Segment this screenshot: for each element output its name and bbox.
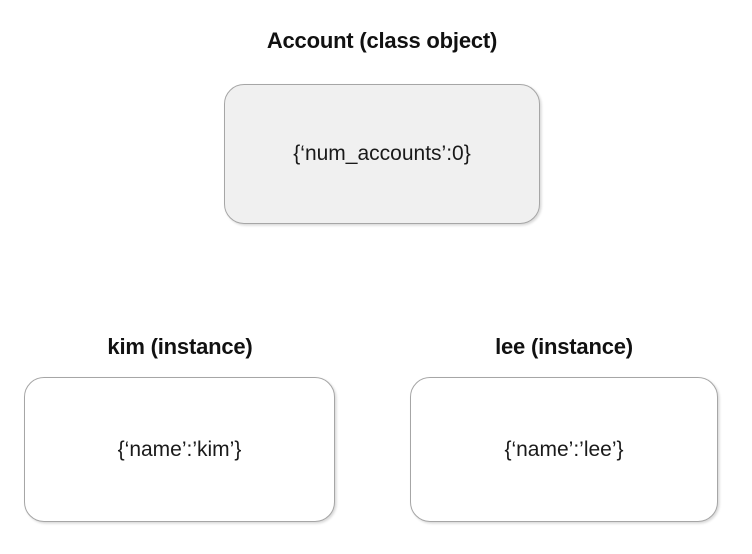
class-object-attributes-text: {‘num_accounts’:0} [293,142,471,165]
instance-lee-box: {‘name’:’lee’} [410,377,718,522]
instance-lee-title: lee (instance) [495,334,633,359]
instance-kim-box: {‘name’:’kim’} [24,377,335,522]
instance-kim-attributes-text: {‘name’:’kim’} [117,437,242,461]
class-object-box: {‘num_accounts’:0} [224,84,540,224]
instance-lee-attributes-text: {‘name’:’lee’} [504,437,624,461]
instance-kim-title: kim (instance) [107,334,253,359]
class-object-title: Account (class object) [266,28,498,53]
